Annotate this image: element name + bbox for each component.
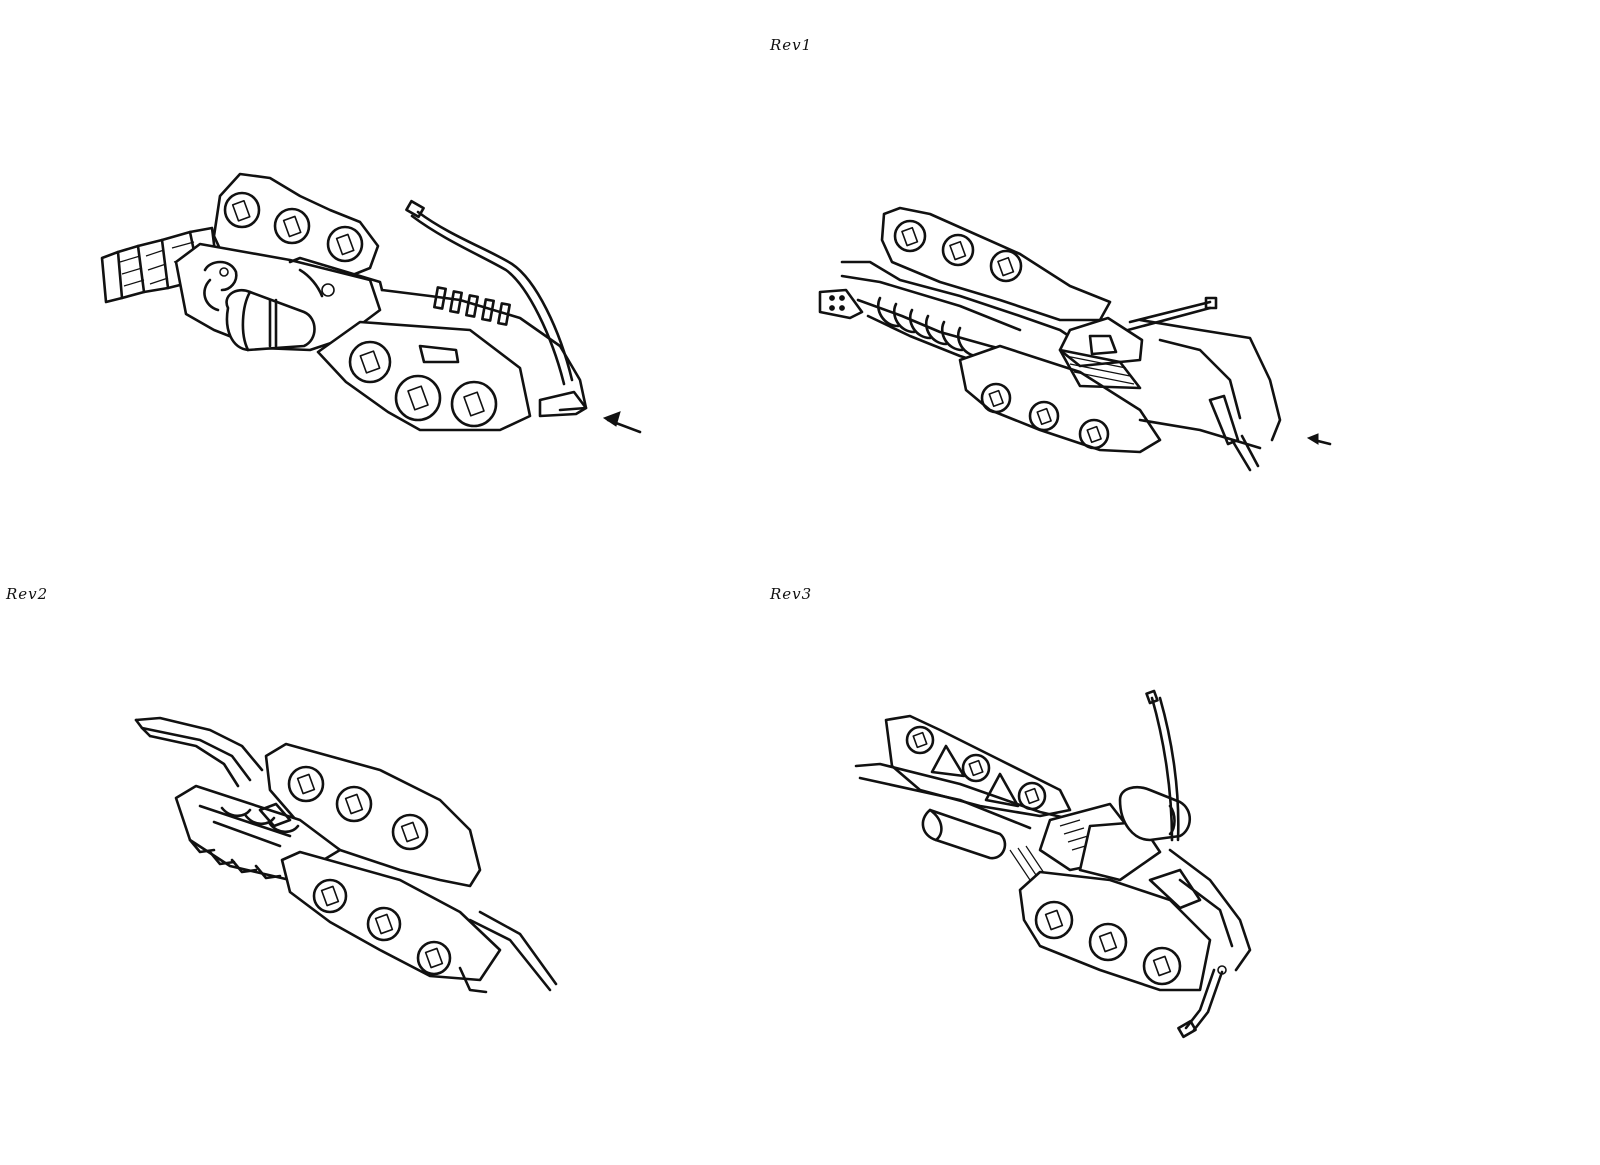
- rev2-lower-wheel-pod: [280, 850, 502, 982]
- sketch-rev2-vehicle: [134, 716, 558, 994]
- label-rev2: Rev2: [6, 585, 49, 603]
- sketch-rev3-vehicle: [854, 689, 1252, 1039]
- rev1-antenna: [1126, 296, 1218, 332]
- rev3-nose: [1168, 848, 1252, 1039]
- label-rev3: Rev3: [770, 585, 813, 603]
- rev3-engine-tube: [921, 808, 1007, 860]
- engine-cylinder: [225, 288, 316, 352]
- sketch-rev1-vehicle: [818, 206, 1332, 472]
- rev1-nose: [1138, 318, 1282, 472]
- rev3-upper-plate: [884, 714, 1072, 818]
- rev3-lower-wheel-pod: [1018, 868, 1212, 992]
- rev1-front-plate: [818, 288, 864, 320]
- rev3-antenna: [1145, 689, 1180, 842]
- rev1-direction-arrow-icon: [1306, 433, 1332, 446]
- nose-tip: [538, 390, 588, 418]
- label-rev1: Rev1: [770, 36, 813, 54]
- rev1-lower-wheel-pod: [958, 344, 1162, 454]
- rev1-upper-wheel-pod: [880, 206, 1112, 322]
- rev1-engine-core: [1058, 348, 1142, 390]
- rev2-rails: [134, 716, 264, 788]
- sketch-original-vehicle: [100, 172, 642, 434]
- rev2-rear-rails: [458, 910, 558, 994]
- direction-arrow-icon: [602, 411, 642, 434]
- lower-wheel-pod: [316, 320, 532, 432]
- antenna-cable: [405, 199, 574, 386]
- top-frame: [288, 256, 588, 412]
